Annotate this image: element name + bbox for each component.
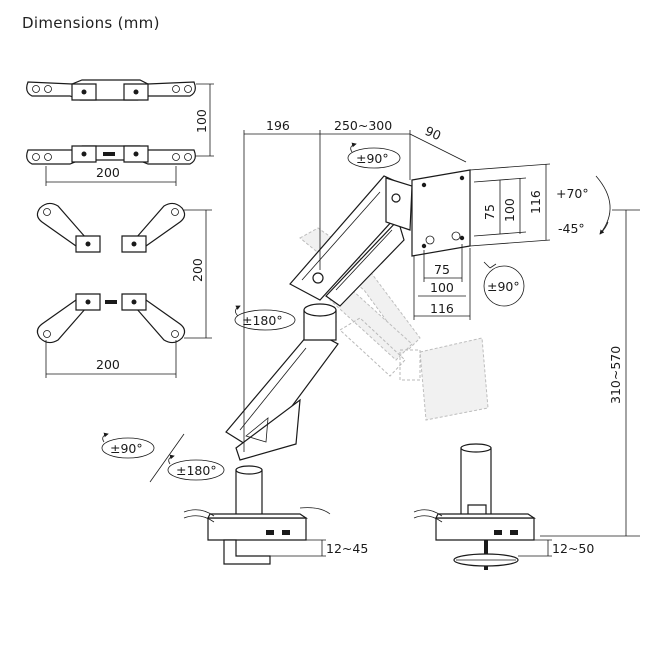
plate-dimensions — [413, 163, 551, 320]
vesa200-width-label: 200 — [96, 357, 120, 372]
vesa100-width-label: 200 — [96, 165, 120, 180]
base-swivel-180-label: ±180° — [176, 463, 217, 478]
plate-h116-label: 116 — [528, 190, 543, 214]
elbow-swivel-label: ±180° — [242, 313, 283, 328]
plate-w100-label: 100 — [430, 280, 454, 295]
grommet-thickness-label: 12~50 — [552, 541, 594, 556]
arm-reach-dimensions — [243, 130, 467, 452]
tilt-indicator — [595, 175, 611, 235]
base-swivel-90-label: ±90° — [110, 441, 143, 456]
arm-seg1-label: 196 — [266, 118, 290, 133]
page-title: Dimensions (mm) — [22, 14, 160, 32]
plate-w75-label: 75 — [434, 262, 450, 277]
arm-seg2-label: 250~300 — [334, 118, 392, 133]
vesa200-height-label: 200 — [190, 258, 205, 282]
tilt-down-label: -45° — [558, 221, 585, 236]
vesa-100-bracket — [26, 79, 214, 186]
rotate-indicator — [483, 261, 525, 307]
head-depth-label: 90 — [423, 123, 444, 143]
grommet-base — [413, 443, 552, 570]
elbow-swivel-indicator — [234, 305, 296, 331]
swivel-head-indicator — [347, 142, 401, 169]
plate-h75-label: 75 — [482, 204, 497, 220]
swivel-head-label: ±90° — [356, 151, 389, 166]
clamp-base — [183, 507, 331, 565]
plate-w116-label: 116 — [430, 301, 454, 316]
rotate-label: ±90° — [487, 279, 520, 294]
base-swivel-indicators — [101, 432, 225, 483]
height-range-dimension — [540, 209, 640, 537]
vesa-200-bracket — [36, 202, 212, 378]
height-range-label: 310~570 — [608, 346, 623, 404]
monitor-arm — [225, 169, 471, 521]
tilt-up-label: +70° — [556, 186, 589, 201]
vesa100-height-label: 100 — [194, 109, 209, 133]
plate-h100-label: 100 — [502, 198, 517, 222]
clamp-thickness-label: 12~45 — [326, 541, 368, 556]
